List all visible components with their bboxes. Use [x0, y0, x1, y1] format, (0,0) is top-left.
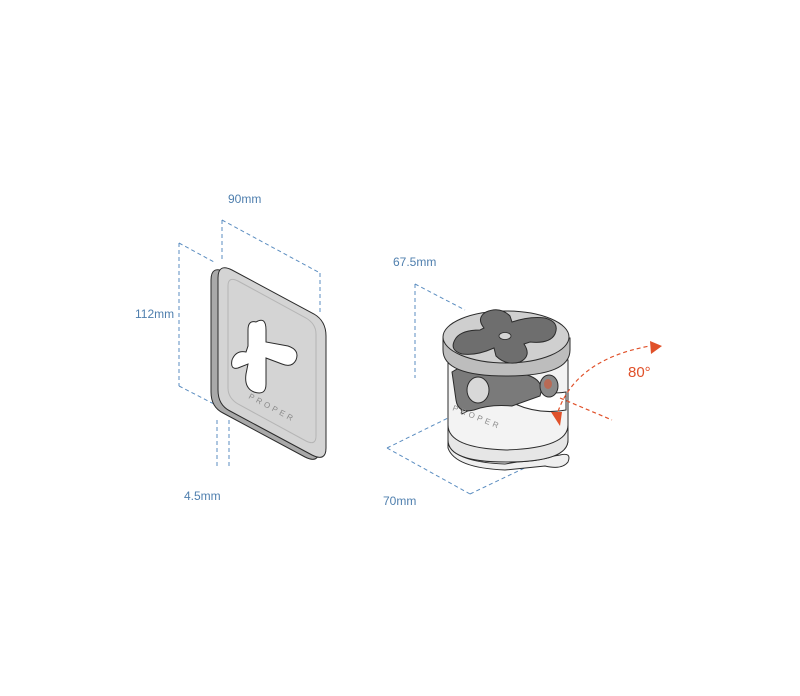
mount-group: PROPER 67.5mm 70mm 80°	[383, 255, 662, 508]
plate-inset	[227, 278, 317, 444]
plate-cross-cutout	[231, 319, 298, 394]
plate-dimension-lines	[178, 219, 321, 468]
mount-base-band	[447, 424, 569, 463]
rotation-indicator	[551, 341, 662, 426]
rotation-arrow-bottom	[551, 412, 562, 426]
mount-dimension-lines	[386, 283, 559, 495]
adhesive-plate-group: PROPER 90mm 112mm 4.5mm	[135, 192, 327, 503]
plate-thickness-label: 4.5mm	[184, 489, 221, 503]
mount-center-dot	[498, 332, 512, 340]
mount-diameter-label: 67.5mm	[393, 255, 436, 269]
rotation-angle-label: 80°	[628, 364, 651, 381]
plate-height-label: 112mm	[135, 307, 174, 321]
rotation-arrow-top	[650, 341, 662, 354]
plate-face	[217, 267, 327, 458]
plate-width-label: 90mm	[228, 192, 261, 206]
mount-arm-hole	[466, 376, 490, 404]
mount-base-foot	[447, 439, 570, 471]
mount-base-label: 70mm	[383, 494, 416, 508]
mount-pivot-knob-highlight	[544, 379, 552, 389]
